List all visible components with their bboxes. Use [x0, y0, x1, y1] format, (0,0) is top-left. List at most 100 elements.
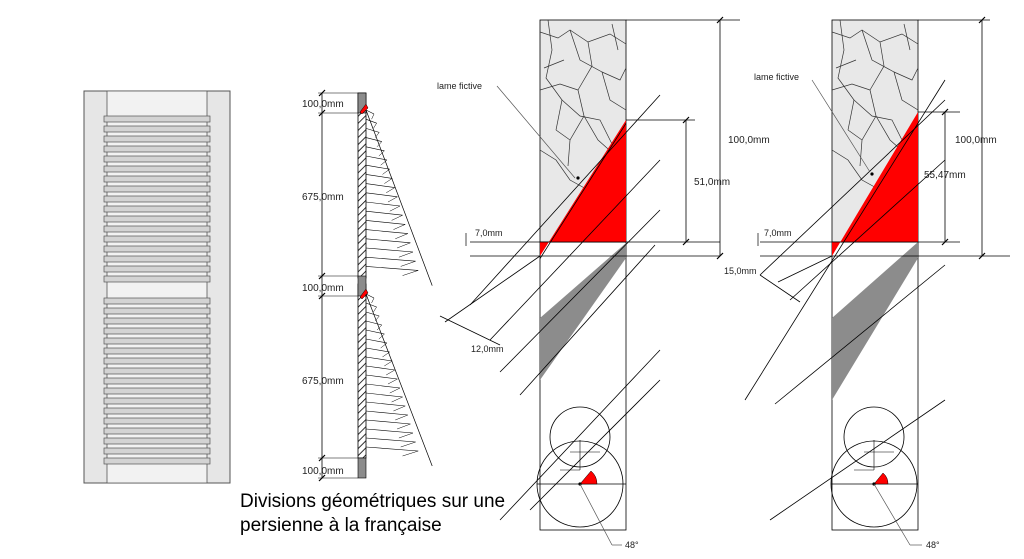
slat-edge: [376, 324, 382, 331]
slat: [103, 407, 211, 415]
title-line-1: Divisions géométriques sur une: [240, 491, 506, 512]
slat: [103, 457, 211, 465]
dim-gap-1: 7,0mm: [475, 228, 503, 238]
slat-section: [365, 410, 408, 416]
red-slat-upper: [359, 103, 369, 115]
slat-section: [365, 329, 385, 335]
slat: [103, 437, 211, 445]
crack: [540, 29, 626, 45]
slat-envelope: [365, 293, 433, 467]
slat: [103, 347, 211, 355]
slat-section: [365, 383, 401, 389]
slat-section: [365, 446, 419, 452]
grey-slat-1: [540, 243, 626, 380]
slat-detail-12mm: lame fictive 100,0mm 51,0mm 7,0mm 12,0mm…: [437, 16, 770, 550]
slat-edge: [380, 159, 388, 166]
slat: [103, 125, 211, 133]
slat: [103, 155, 211, 163]
slat: [103, 165, 211, 173]
slat-section: [365, 155, 388, 161]
slat: [103, 307, 211, 315]
slat-section: [365, 374, 398, 380]
shutter-elevation: [83, 90, 231, 484]
crack: [543, 59, 565, 69]
slat-edge: [384, 178, 393, 184]
stile-lower: [357, 283, 367, 459]
slat-edge: [376, 141, 382, 147]
slat-section: [365, 302, 377, 308]
red-slat-2: [832, 112, 918, 256]
slat-section: [365, 109, 375, 115]
slat-edge: [384, 360, 393, 367]
drawing-title: Divisions géométriques sur une persienne…: [240, 490, 540, 538]
slat-section: [365, 229, 408, 234]
slat-edge: [386, 369, 395, 376]
slat-edge: [395, 233, 408, 240]
slat: [103, 297, 211, 305]
slat-section: [365, 220, 406, 225]
stile-upper: [357, 92, 367, 279]
slat: [103, 357, 211, 365]
slat-section: [365, 365, 395, 371]
crack: [832, 83, 871, 91]
slat-edge: [400, 260, 416, 267]
slat-section: [365, 192, 398, 198]
dim-width-1: 12,0mm: [471, 344, 504, 354]
slat-section: [365, 266, 419, 271]
slat-edge: [371, 113, 375, 120]
dim-gap-2: 7,0mm: [764, 228, 792, 238]
dim-height-2: 100,0mm: [955, 135, 997, 146]
lower-slat-fan: [365, 293, 433, 467]
slat-section: [365, 356, 393, 362]
slat-section: [365, 347, 390, 353]
shutter-section: 100,0mm 675,0mm 100,0mm 675,0mm 100,0mm: [302, 89, 433, 482]
slat: [103, 205, 211, 213]
slat-section: [365, 428, 414, 434]
slat-edge: [389, 387, 401, 394]
bottom-rail: [357, 457, 367, 479]
slat-section: [365, 437, 416, 443]
slat: [103, 377, 211, 385]
crack: [832, 29, 918, 45]
slat-section: [365, 419, 411, 425]
slat-edge: [396, 242, 411, 249]
slat-edge: [398, 251, 414, 258]
slat-edge: [391, 396, 403, 403]
slat-edge: [371, 297, 375, 304]
slat-edge: [389, 205, 401, 212]
slat: [103, 115, 211, 123]
upper-slat-group: [103, 115, 211, 283]
dim-bottom-band: 100,0mm: [302, 466, 344, 477]
slat-section: [365, 338, 388, 344]
crack: [893, 67, 918, 81]
dim-height-1: 100,0mm: [728, 135, 770, 146]
slat-edge: [378, 333, 385, 340]
slat-detail-15mm: lame fictive 100,0mm 55,47mm 7,0mm 15,0m…: [724, 16, 1010, 550]
slat-section: [365, 238, 411, 244]
slat-edge: [402, 450, 419, 457]
slat-envelope: [365, 109, 433, 286]
grey-slat-2: [832, 242, 918, 400]
crack-pattern-2: [832, 20, 918, 242]
slat: [103, 145, 211, 153]
label-lame-fictive-1: lame fictive: [437, 81, 482, 91]
label-angle-1: 48°: [625, 540, 639, 550]
slat-section: [365, 128, 380, 133]
slat: [103, 255, 211, 263]
slat-section: [365, 247, 414, 253]
crack: [561, 99, 613, 145]
slat: [103, 387, 211, 395]
crack: [545, 20, 563, 131]
slat-edge: [387, 378, 398, 385]
title-line-2: persienne à la française: [240, 515, 442, 536]
slat-edge: [395, 414, 408, 421]
dim-slat-rise-2: 55,47mm: [924, 170, 966, 181]
slat: [103, 195, 211, 203]
slat: [103, 427, 211, 435]
crack: [903, 23, 911, 51]
slat: [103, 185, 211, 193]
crack: [832, 149, 881, 191]
slat-section: [365, 146, 385, 152]
slat-edge: [396, 423, 411, 430]
